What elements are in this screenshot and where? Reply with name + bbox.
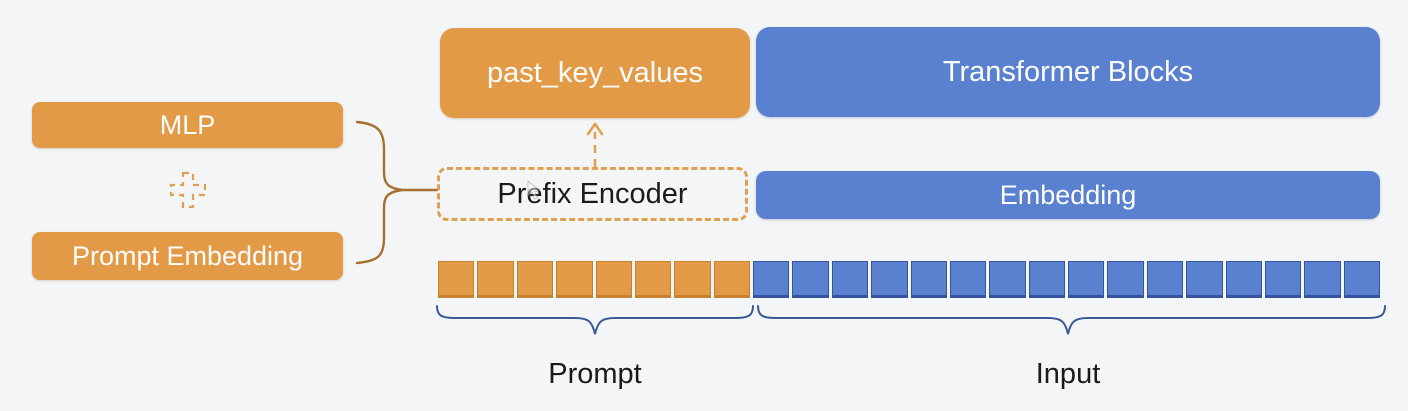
prompt-token <box>556 261 593 298</box>
input-token <box>1186 261 1223 298</box>
prompt-token <box>634 261 672 298</box>
past-key-values-box: past_key_values <box>440 28 750 118</box>
prompt-caption: Prompt <box>548 358 642 390</box>
input-token <box>989 261 1026 298</box>
input-token <box>871 261 908 298</box>
input-token <box>910 261 947 298</box>
prompt-token <box>438 261 475 298</box>
mlp-label: MLP <box>159 109 216 140</box>
dashed-up-arrow <box>586 122 604 167</box>
input-token <box>1343 261 1380 298</box>
input-token <box>1028 261 1065 298</box>
past-key-values-label: past_key_values <box>486 56 704 89</box>
input-token <box>949 261 987 298</box>
input-token <box>1068 261 1105 298</box>
prefix-encoder-box: Prefix Encoder <box>437 167 748 221</box>
input-token <box>1146 261 1184 298</box>
mouse-cursor-icon <box>527 179 542 200</box>
prompt-token <box>516 261 554 298</box>
input-token <box>1264 261 1302 298</box>
input-caption: Input <box>1035 358 1101 390</box>
transformer-blocks-label: Transformer Blocks <box>942 55 1194 88</box>
prompt-embedding-label: Prompt Embedding <box>71 240 304 271</box>
prompt-token <box>595 261 632 298</box>
input-underbrace <box>757 305 1386 335</box>
embedding-box: Embedding <box>756 171 1380 219</box>
underbraces <box>436 305 1386 335</box>
left-curly-brace <box>355 120 439 265</box>
prompt-underbrace <box>436 305 754 335</box>
prefix-encoder-label: Prefix Encoder <box>497 177 688 210</box>
mlp-box: MLP <box>32 102 343 148</box>
prompt-token <box>477 261 514 298</box>
transformer-blocks-box: Transformer Blocks <box>756 27 1380 117</box>
prompt-embedding-box: Prompt Embedding <box>32 232 343 280</box>
input-token <box>753 261 790 298</box>
prompt-token <box>713 261 750 298</box>
prompt-token <box>674 261 711 298</box>
embedding-label: Embedding <box>999 179 1137 210</box>
input-token <box>1304 261 1341 298</box>
input-token <box>1225 261 1262 298</box>
input-token <box>792 261 829 298</box>
input-token <box>1107 261 1144 298</box>
input-token <box>831 261 869 298</box>
dashed-plus-icon <box>169 171 207 209</box>
token-row <box>438 261 1380 298</box>
